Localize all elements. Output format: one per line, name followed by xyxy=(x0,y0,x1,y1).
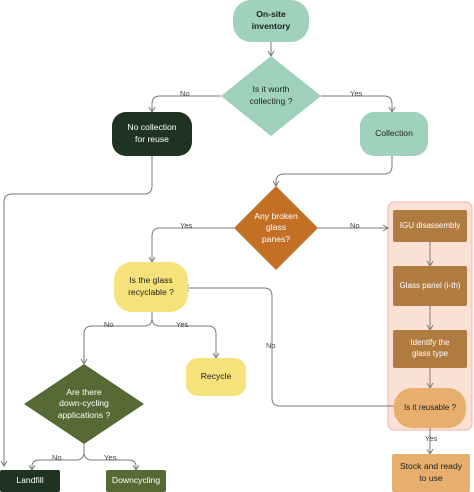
node-broken-panes xyxy=(234,186,318,270)
downcycling-label: Downcycling xyxy=(111,475,161,486)
recycle-label: Recycle xyxy=(200,371,232,382)
edge-label-recyclable-yes: Yes xyxy=(176,320,189,329)
is-reusable-label: Is it reusable ? xyxy=(403,402,457,412)
edge-reusable-no xyxy=(183,284,394,407)
node-glass-panel xyxy=(393,266,467,306)
edge-collection-to-broken xyxy=(272,156,393,187)
edge-broken-yes xyxy=(148,227,234,263)
node-stock-ready xyxy=(392,454,470,492)
edge-worth-yes xyxy=(321,95,396,113)
edge-label-worth-no: No xyxy=(180,89,190,98)
edge-label-broken-no: No xyxy=(350,221,360,230)
stock-ready-label: Stock and ready to use xyxy=(399,461,463,483)
edge-worth-no xyxy=(148,95,221,113)
edge-recyclable-yes xyxy=(151,312,220,359)
edge-label-reusable-no: No xyxy=(266,341,276,350)
glass-panel-label: Glass panel (i-th) xyxy=(399,280,461,290)
node-glass-recyclable xyxy=(114,262,188,312)
node-worth-collecting xyxy=(221,56,321,136)
edge-downcycling-yes xyxy=(83,444,140,471)
worth-collecting-label: Is it worth collecting ? xyxy=(249,84,293,106)
edge-label-broken-yes: Yes xyxy=(180,221,193,230)
identify-type-label: Identify the glass type xyxy=(410,338,450,358)
igu-disassembly-label: IGU disassembly xyxy=(399,220,461,230)
node-is-reusable xyxy=(394,388,466,428)
node-igu-disassembly xyxy=(393,210,467,242)
edge-recyclable-no xyxy=(80,312,153,365)
node-recycle xyxy=(186,358,246,396)
node-no-collection xyxy=(112,112,192,156)
collection-label: Collection xyxy=(375,128,413,139)
onsite-inventory-label: On-site inventory xyxy=(251,9,291,31)
node-downcycling-question xyxy=(24,364,144,444)
node-onsite-inventory xyxy=(233,0,309,42)
node-identify-type xyxy=(393,330,467,368)
broken-panes-label: Any broken glass panes? xyxy=(254,210,298,244)
landfill-label: Landfill xyxy=(16,475,44,486)
no-collection-label: No collection for reuse xyxy=(127,122,177,144)
node-landfill xyxy=(0,470,60,492)
downcycling-question-label: Are there down-cycling applications ? xyxy=(57,386,111,420)
edge-label-recyclable-no: No xyxy=(104,320,114,329)
edge-downcycling-no xyxy=(28,444,85,471)
edge-label-downcycling-no: No xyxy=(52,453,62,462)
edge-label-downcycling-yes: Yes xyxy=(104,453,117,462)
node-downcycling xyxy=(106,470,166,492)
node-collection xyxy=(360,112,428,156)
glass-recyclable-label: Is the glass recyclable ? xyxy=(128,275,174,297)
edge-nocollection-to-landfill xyxy=(0,156,153,467)
edge-label-reusable-yes: Yes xyxy=(425,434,438,443)
edge-label-worth-yes: Yes xyxy=(350,89,363,98)
